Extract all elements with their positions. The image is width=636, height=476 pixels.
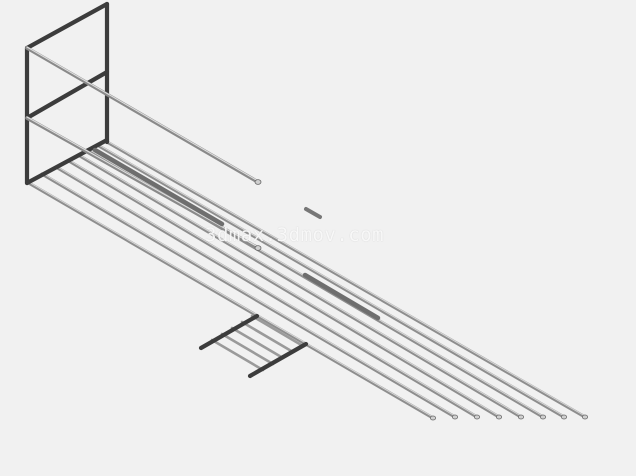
- top-bar-end-caps: [254, 179, 262, 251]
- top-bars-highlight: [26, 46, 259, 248]
- rack-model: [24, 1, 589, 421]
- rail-sleeve-upper: [92, 147, 225, 227]
- top-bars: [25, 46, 260, 250]
- loose-fitting: [304, 207, 322, 219]
- rail-end-caps: [429, 414, 589, 421]
- ladder-section: [198, 313, 309, 379]
- floor-rails: [25, 140, 587, 420]
- rail-sleeve-lower: [302, 272, 381, 321]
- upright-frame: [24, 1, 110, 186]
